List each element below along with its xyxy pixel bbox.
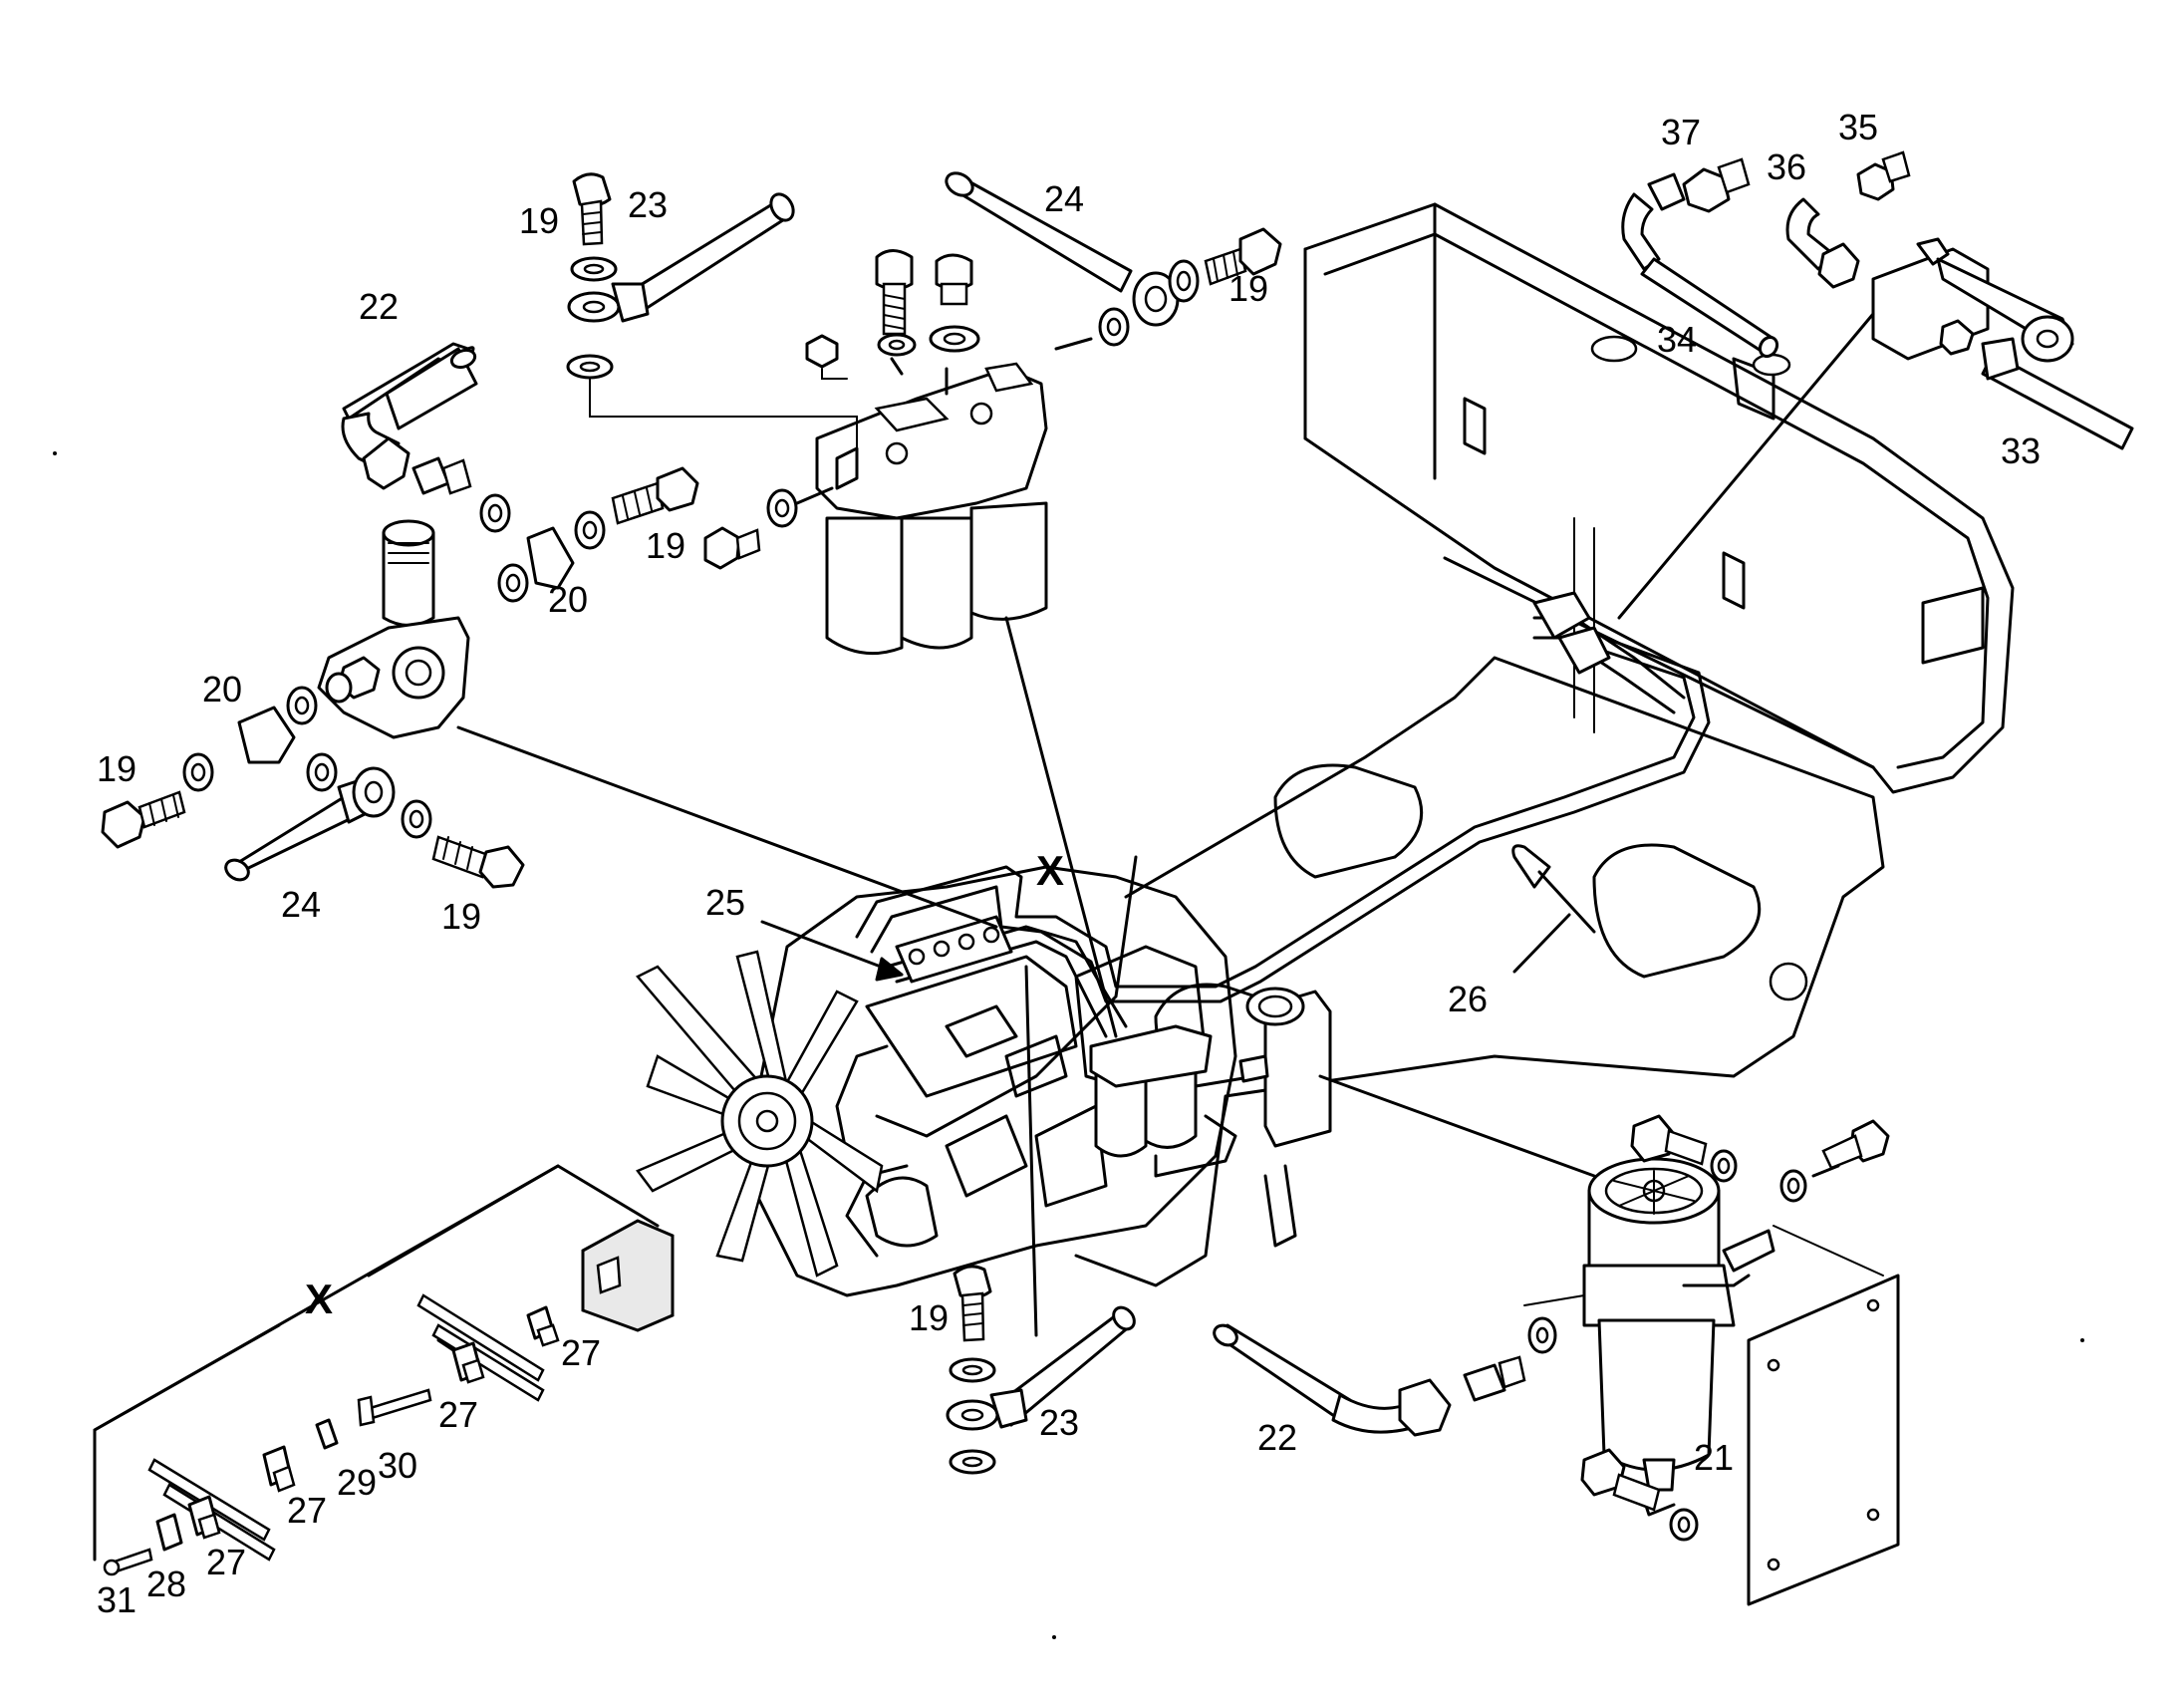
callout-19-bottom: 19 — [909, 1297, 949, 1338]
detail-marker-x: X — [1036, 847, 1064, 894]
main-fuel-filter — [815, 357, 1048, 656]
fuel-hose-23-top — [611, 192, 795, 323]
banjo-bolt-19-top — [566, 172, 621, 380]
leader-25-arrowhead — [875, 957, 904, 982]
leader-25 — [760, 920, 904, 977]
hand-primer-pump — [317, 519, 998, 929]
banjo-bolt-19-left — [101, 790, 186, 849]
filter-top-hardware — [805, 249, 980, 380]
callout-19-top: 19 — [519, 200, 559, 241]
water-separator-filter — [1318, 1074, 1775, 1517]
callout-37: 37 — [1661, 112, 1701, 152]
sep-hardware — [1580, 1114, 1890, 1542]
engine-fuel-filter — [1089, 1024, 1237, 1178]
fuel-hose-23-bottom — [989, 1305, 1136, 1429]
plug-bolt-filter-left — [703, 486, 834, 570]
callout-25: 25 — [705, 882, 745, 923]
callout-19-left: 19 — [97, 748, 136, 789]
callout-19-left-lower: 19 — [441, 896, 481, 937]
callout-31: 31 — [97, 1579, 136, 1620]
callout-30: 30 — [378, 1445, 417, 1486]
banjo-bolt-19-top-right — [1168, 227, 1282, 303]
elbow-36 — [1785, 197, 1860, 289]
callout-28: 28 — [146, 1564, 186, 1604]
callout-22-top: 22 — [359, 286, 399, 327]
callout-24-top: 24 — [1044, 178, 1084, 219]
callout-24-left: 24 — [281, 884, 321, 925]
fitting-22-top — [411, 456, 472, 495]
fuel-hose-24-left — [224, 766, 396, 882]
callout-33: 33 — [2001, 430, 2041, 471]
banjo-bolt-19-left-lower — [401, 799, 525, 889]
callout-23-top: 23 — [628, 184, 668, 225]
detail-inset-label-x: X — [305, 1276, 333, 1322]
fitting-37 — [1682, 157, 1751, 213]
callout-27-a: 27 — [561, 1332, 601, 1373]
callout-35: 35 — [1838, 107, 1878, 147]
fitting-35 — [1856, 150, 1911, 201]
callout-27-d: 27 — [206, 1542, 246, 1582]
callout-20-mid: 20 — [548, 579, 588, 620]
banjo-bolt-19-bottom — [946, 616, 1118, 1475]
callout-36: 36 — [1767, 146, 1806, 187]
callout-21: 21 — [1694, 1437, 1734, 1478]
callout-27-b: 27 — [438, 1394, 478, 1435]
fuel-hose-22-bottom — [1213, 1316, 1557, 1437]
callout-20-left: 20 — [202, 669, 242, 710]
callout-23-bottom: 23 — [1039, 1402, 1079, 1443]
scan-dot — [2080, 1338, 2084, 1342]
callout-19-mid: 19 — [646, 525, 685, 566]
fuel-hose-22-top — [341, 342, 478, 490]
shutoff-valve-33 — [1617, 237, 2134, 620]
mounting-plate — [1747, 1225, 1900, 1606]
washers-20-left — [182, 686, 338, 792]
scan-dot — [53, 451, 57, 455]
callout-19-top-right: 19 — [1228, 268, 1268, 309]
engine-fan — [636, 950, 884, 1278]
detail-x-inset — [93, 1164, 675, 1576]
callout-22-bottom: 22 — [1257, 1417, 1297, 1458]
callout-34: 34 — [1657, 319, 1697, 360]
fuel-hose-34 — [1621, 172, 1779, 359]
washers-19-20-top — [479, 466, 699, 603]
callout-27-c: 27 — [287, 1490, 327, 1531]
callout-26: 26 — [1448, 979, 1488, 1019]
engine-block — [875, 656, 1885, 1287]
callout-29: 29 — [337, 1462, 377, 1503]
fuel-hose-24-top — [945, 171, 1180, 351]
leader-19-top — [589, 378, 858, 449]
scan-dot — [1052, 1635, 1056, 1639]
leader-26 — [1512, 913, 1571, 974]
